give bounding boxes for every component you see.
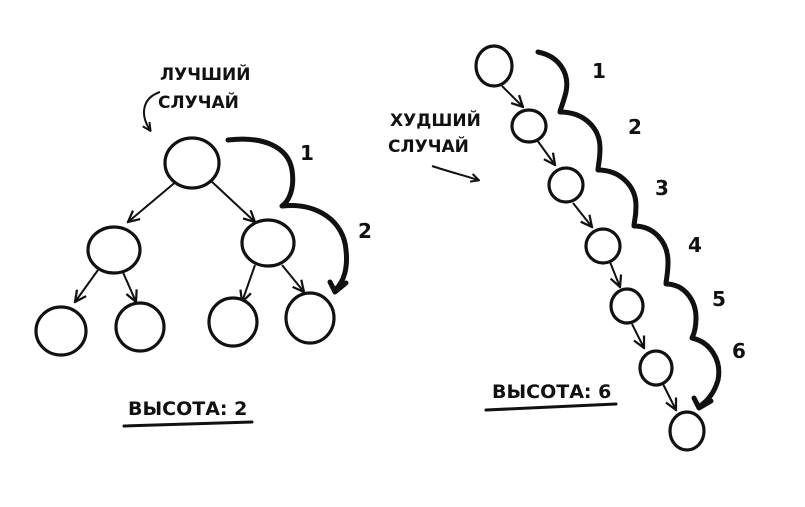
worst-case-pointer-arrow: [431, 165, 478, 180]
worst-case-underline: [484, 402, 618, 412]
best-case-underline: [122, 420, 254, 428]
tree-node: [240, 218, 296, 268]
tree-edge: [121, 269, 136, 302]
best-case-height-brace: [225, 136, 349, 293]
chain-edge: [536, 139, 555, 165]
worst-case-height-label: ВЫСОТА: 6: [492, 381, 611, 403]
worst-case-level-number: 3: [655, 176, 669, 200]
worst-case-brace-arrowhead: [691, 395, 714, 411]
chain-node: [510, 108, 548, 144]
chain-edge: [662, 383, 676, 410]
tree-edge: [281, 264, 304, 292]
tree-node-leaf: [207, 296, 259, 348]
worst-case-level-number: 6: [732, 339, 746, 363]
worst-case-group: ХУДШИЙ СЛУЧАЙ 1 2 3 4 5 6 ВЫСОТА: 6: [388, 44, 746, 452]
worst-case-level-number: 2: [628, 115, 642, 139]
chain-edge: [501, 85, 523, 107]
tree-edge: [128, 179, 179, 222]
worst-case-label-line2: СЛУЧАЙ: [388, 135, 469, 157]
tree-edge: [209, 179, 255, 222]
best-case-height-label: ВЫСОТА: 2: [128, 398, 247, 420]
best-case-level-number: 2: [358, 219, 372, 243]
chain-node: [638, 349, 674, 387]
chain-edge: [572, 202, 592, 227]
chain-edge: [631, 323, 644, 348]
best-case-label-line2: СЛУЧАЙ: [158, 91, 239, 113]
best-case-label-line1: ЛУЧШИЙ: [160, 63, 250, 85]
best-case-pointer-arrow: [144, 91, 161, 130]
best-case-brace-arrowhead: [327, 279, 349, 295]
worst-case-height-brace: [535, 49, 722, 409]
tree-node-root: [163, 136, 221, 190]
chain-node-root: [474, 44, 514, 88]
chain-node: [609, 287, 645, 325]
worst-case-label-line1: ХУДШИЙ: [390, 109, 481, 131]
best-case-level-number: 1: [300, 141, 314, 165]
tree-edge: [75, 269, 99, 302]
chain-node: [547, 166, 585, 204]
tree-edge: [242, 264, 256, 302]
worst-case-level-number: 1: [592, 59, 606, 83]
chain-node: [584, 227, 622, 265]
tree-node-leaf: [284, 291, 336, 345]
tree-node-leaf: [114, 301, 166, 353]
worst-case-level-number: 4: [688, 233, 702, 257]
worst-case-level-number: 5: [712, 287, 726, 311]
tree-node-leaf: [34, 305, 88, 357]
chain-node-leaf: [668, 410, 706, 452]
tree-node: [86, 225, 142, 275]
chain-edge: [609, 261, 620, 287]
best-case-group: ЛУЧШИЙ СЛУЧАЙ 1 2 ВЫСОТА: 2: [34, 63, 372, 428]
